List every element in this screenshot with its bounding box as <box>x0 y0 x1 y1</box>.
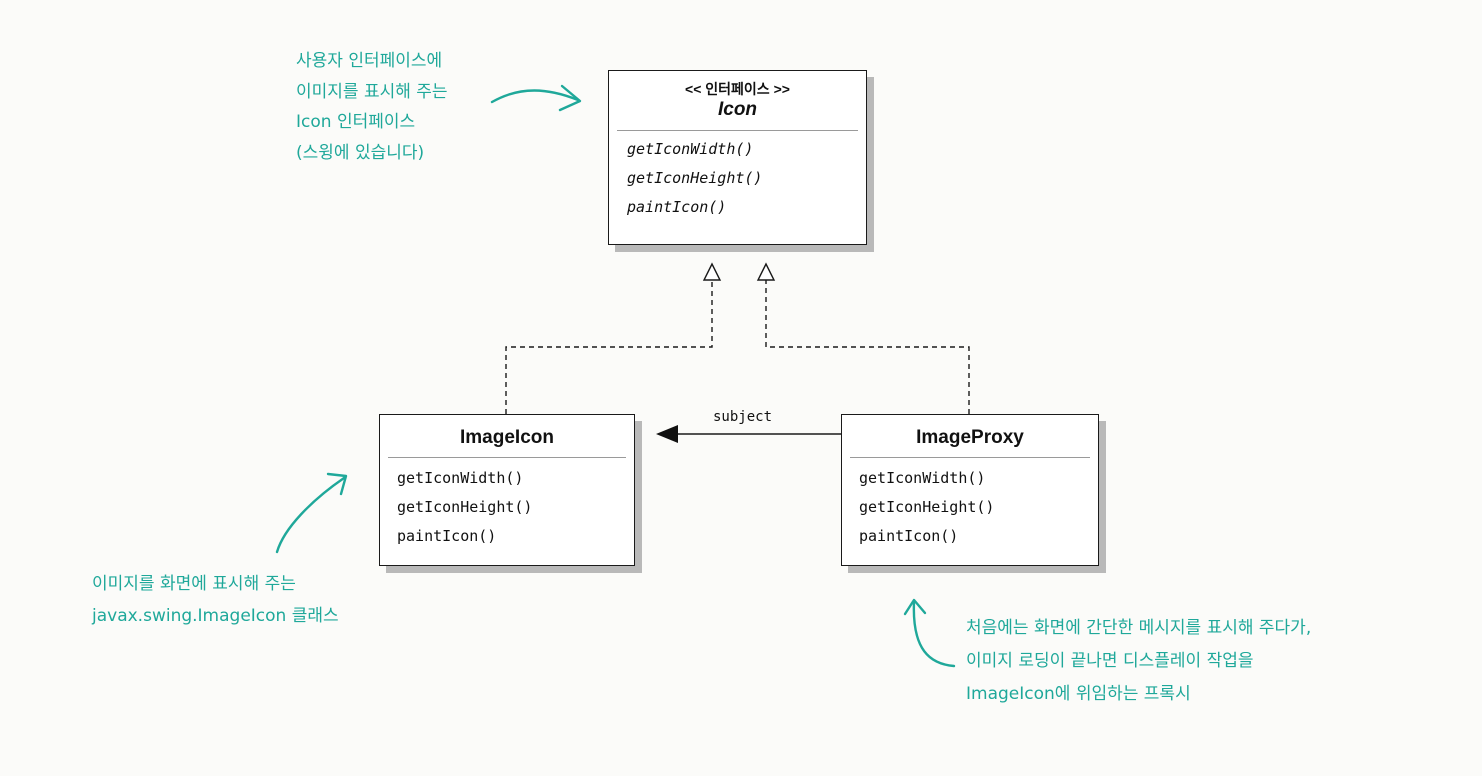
divider <box>850 457 1090 458</box>
interface-name: Icon <box>717 99 758 120</box>
imageicon-class-box: ImageIcon getIconWidth() getIconHeight()… <box>379 414 635 566</box>
imageproxy-header: ImageProxy <box>842 415 1098 455</box>
method-item: paintIcon() <box>397 527 497 545</box>
icon-interface-header: << 인터페이스 >> Icon <box>609 71 866 125</box>
imageproxy-annotation: 처음에는 화면에 간단한 메시지를 표시해 주다가, 이미지 로딩이 끝나면 디… <box>966 612 1311 711</box>
annotation-line: 이미지를 표시해 주는 <box>296 81 448 102</box>
divider <box>388 457 626 458</box>
divider <box>617 130 858 131</box>
realization-arrowhead-imageicon <box>702 262 722 281</box>
annotation-line: 처음에는 화면에 간단한 메시지를 표시해 주다가, <box>966 618 1312 638</box>
annotation-line: 사용자 인터페이스에 <box>296 51 443 71</box>
subject-arrowhead <box>656 425 678 443</box>
method-item: getIconHeight() <box>859 498 995 516</box>
imageproxy-class-box: ImageProxy getIconWidth() getIconHeight(… <box>841 414 1099 566</box>
method-item: getIconHeight() <box>627 169 763 187</box>
method-item: getIconWidth() <box>627 140 754 158</box>
annotation-line: 이미지를 화면에 표시해 주는 <box>92 574 296 594</box>
icon-interface-annotation: 사용자 인터페이스에 이미지를 표시해 주는 Icon 인터페이스 (스윙에 있… <box>296 46 448 168</box>
method-item: getIconHeight() <box>397 498 533 516</box>
realization-line-imageproxy <box>765 280 970 414</box>
annotation-line: ImageIcon에 위임하는 프록시 <box>966 684 1191 704</box>
subject-association-label: subject <box>713 409 773 425</box>
annotation-line: (스윙에 있습니다) <box>296 142 425 163</box>
method-item: paintIcon() <box>859 527 959 545</box>
imageicon-header: ImageIcon <box>380 415 634 455</box>
annotation-line: Icon 인터페이스 <box>296 112 416 132</box>
interface-stereotype: << 인터페이스 >> <box>685 81 790 97</box>
interface-method-list: getIconWidth() getIconHeight() paintIcon… <box>609 131 866 222</box>
proxy-note-arrowhead <box>903 598 927 616</box>
annotation-line: javax.swing.ImageIcon 클래스 <box>92 606 339 626</box>
realization-line-imageicon <box>505 280 713 414</box>
imageicon-method-list: getIconWidth() getIconHeight() paintIcon… <box>380 458 634 551</box>
icon-note-arrowhead <box>558 84 582 112</box>
method-item: getIconWidth() <box>859 469 986 487</box>
image-icon-note-arrowhead <box>326 472 348 496</box>
method-item: paintIcon() <box>627 198 727 216</box>
method-item: getIconWidth() <box>397 469 524 487</box>
icon-note-arrow <box>490 89 580 104</box>
imageproxy-method-list: getIconWidth() getIconHeight() paintIcon… <box>842 458 1098 551</box>
image-icon-note-arrow <box>275 476 346 554</box>
annotation-line: 이미지 로딩이 끝나면 디스플레이 작업을 <box>966 651 1254 671</box>
realization-arrowhead-imageproxy <box>756 262 776 281</box>
imageicon-annotation: 이미지를 화면에 표시해 주는 javax.swing.ImageIcon 클래… <box>92 568 339 632</box>
class-name: ImageIcon <box>460 427 554 448</box>
icon-interface-box: << 인터페이스 >> Icon getIconWidth() getIconH… <box>608 70 867 245</box>
class-name: ImageProxy <box>916 427 1024 448</box>
proxy-note-arrow <box>912 600 956 668</box>
